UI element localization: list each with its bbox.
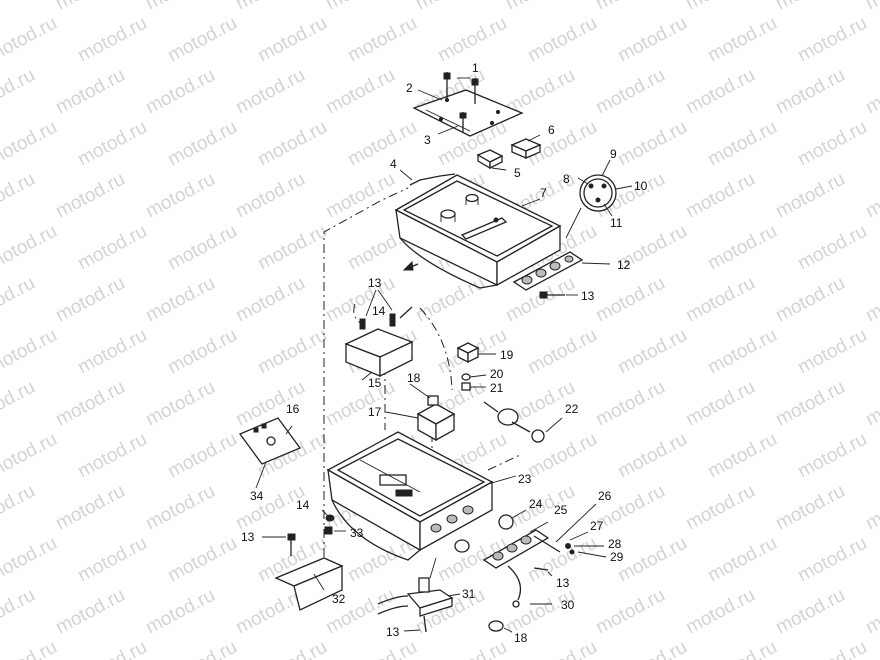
assembly-line-right bbox=[487, 454, 521, 471]
upper-housing bbox=[394, 174, 562, 289]
leader-2 bbox=[417, 89, 443, 101]
callout-13-plate: 13 bbox=[581, 289, 595, 303]
callout-27: 27 bbox=[590, 519, 604, 533]
callout-9: 9 bbox=[610, 147, 617, 161]
callout-29: 29 bbox=[610, 550, 624, 564]
wire-4 bbox=[409, 173, 456, 186]
cover-plate bbox=[412, 89, 524, 137]
callout-33: 33 bbox=[350, 526, 364, 540]
callout-31: 31 bbox=[462, 587, 476, 601]
leader-6 bbox=[527, 134, 541, 142]
callout-18-lower: 18 bbox=[514, 631, 528, 645]
clip-18 bbox=[488, 620, 513, 633]
module-15 bbox=[344, 289, 414, 381]
assembly-line-left bbox=[323, 187, 409, 576]
wire-26 bbox=[533, 503, 597, 553]
screw-33 bbox=[324, 526, 346, 535]
callout-11: 11 bbox=[610, 216, 623, 230]
callout-6: 6 bbox=[548, 123, 555, 137]
callout-21: 21 bbox=[490, 381, 504, 395]
callout-24: 24 bbox=[529, 497, 543, 511]
fuse-20 bbox=[461, 373, 487, 381]
callout-17: 17 bbox=[368, 405, 382, 419]
assembly-line-mid bbox=[419, 307, 453, 391]
connector-plate bbox=[512, 251, 611, 291]
screw-top-right bbox=[471, 78, 479, 104]
callout-2: 2 bbox=[406, 81, 413, 95]
small-block-5 bbox=[476, 149, 504, 170]
callout-25: 25 bbox=[554, 503, 568, 517]
callout-13-top: 13 bbox=[368, 276, 382, 290]
screw-plate-lower bbox=[459, 112, 467, 132]
callout-13-bottom: 13 bbox=[386, 625, 400, 639]
callout-4: 4 bbox=[390, 157, 397, 171]
screw-13-plate bbox=[533, 567, 553, 577]
grommet-left bbox=[454, 539, 470, 553]
callout-13-left: 13 bbox=[241, 530, 255, 544]
circuit-board bbox=[238, 417, 302, 489]
callout-8: 8 bbox=[563, 172, 570, 186]
screw-14-lower bbox=[321, 509, 335, 522]
callout-10: 10 bbox=[634, 179, 648, 193]
lower-housing bbox=[326, 431, 517, 561]
callout-7: 7 bbox=[540, 186, 547, 200]
callout-15: 15 bbox=[368, 376, 382, 390]
callout-12: 12 bbox=[617, 258, 631, 272]
wire-30 bbox=[507, 565, 552, 608]
round-gauge bbox=[565, 159, 633, 239]
callout-20: 20 bbox=[490, 367, 504, 381]
fuse-21 bbox=[461, 382, 486, 391]
callout-5: 5 bbox=[514, 166, 521, 180]
callout-28: 28 bbox=[608, 537, 622, 551]
terminal-27-29 bbox=[565, 531, 607, 558]
grommet-24 bbox=[498, 509, 527, 530]
callout-34: 34 bbox=[250, 489, 264, 503]
cable-22 bbox=[483, 401, 563, 443]
small-block-6 bbox=[510, 138, 542, 159]
switch-17 bbox=[385, 383, 456, 442]
bracket-32 bbox=[274, 557, 344, 611]
screw-plate-right bbox=[539, 291, 578, 299]
screw-13-left bbox=[262, 533, 296, 556]
callout-18-upper: 18 bbox=[407, 371, 421, 385]
callout-23: 23 bbox=[518, 472, 532, 486]
callout-14-top: 14 bbox=[372, 304, 386, 318]
callout-32: 32 bbox=[332, 592, 346, 606]
leader-3 bbox=[437, 125, 459, 135]
callout-16: 16 bbox=[286, 402, 300, 416]
callout-13-mid: 13 bbox=[556, 576, 570, 590]
relay-19 bbox=[456, 342, 496, 364]
callout-19: 19 bbox=[500, 348, 514, 362]
connector-plate-25 bbox=[482, 521, 550, 569]
leader-5 bbox=[491, 167, 507, 171]
callout-1: 1 bbox=[472, 61, 479, 75]
callout-30: 30 bbox=[561, 598, 575, 612]
callout-3: 3 bbox=[424, 133, 431, 147]
callout-22: 22 bbox=[565, 402, 579, 416]
screw-top-left bbox=[443, 72, 451, 98]
leader-4 bbox=[399, 169, 413, 181]
callout-26: 26 bbox=[598, 489, 612, 503]
harness-31 bbox=[377, 557, 461, 633]
callout-14-lower: 14 bbox=[296, 498, 310, 512]
